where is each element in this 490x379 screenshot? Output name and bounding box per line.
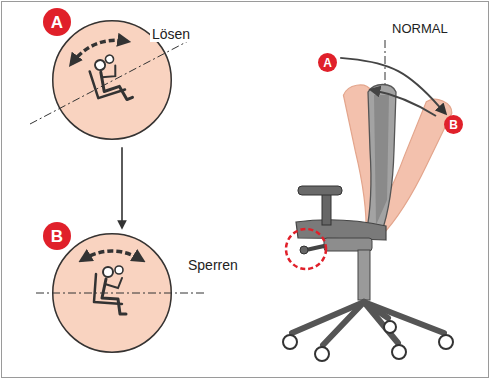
instruction-label: Lösen (150, 26, 192, 42)
badge-circle (318, 53, 337, 72)
seated-figure-icon (68, 33, 147, 114)
detail-circle: SperrenB (52, 233, 172, 353)
lock-lever (306, 246, 324, 250)
backrest (366, 85, 396, 235)
badge-circle (444, 115, 463, 134)
chair-base (292, 302, 444, 345)
position-label: NORMAL (392, 21, 448, 36)
circle-outline (52, 233, 172, 353)
callout-letter: B (51, 228, 63, 245)
armrest-pad (298, 186, 342, 195)
callout-letter: A (323, 57, 332, 69)
armrest-post (322, 193, 331, 225)
tilt-axis (30, 39, 192, 124)
level-axis (36, 293, 205, 294)
seated-figure-icon (82, 251, 142, 314)
badge-circle (43, 8, 71, 36)
callout-letter: A (43, 8, 71, 36)
lever-highlight (286, 229, 326, 269)
detail-circle: LösenA (52, 20, 172, 140)
lever-knob (300, 246, 308, 254)
backrest-ghost (340, 83, 455, 243)
callout-letter: B (444, 115, 463, 134)
circle-outline (53, 234, 172, 353)
callout-letter: B (43, 222, 71, 250)
callout-letter: B (449, 119, 458, 131)
sequence-arrow (121, 147, 123, 228)
instruction-label: Sperren (186, 257, 240, 273)
recline-arrow (340, 58, 445, 114)
gas-cylinder (358, 250, 370, 300)
caster-wheels (283, 321, 453, 361)
callout-letter: A (51, 14, 63, 31)
seat-mechanism (324, 238, 372, 251)
badge-circle (43, 222, 71, 250)
callout-letter: A (318, 53, 337, 72)
